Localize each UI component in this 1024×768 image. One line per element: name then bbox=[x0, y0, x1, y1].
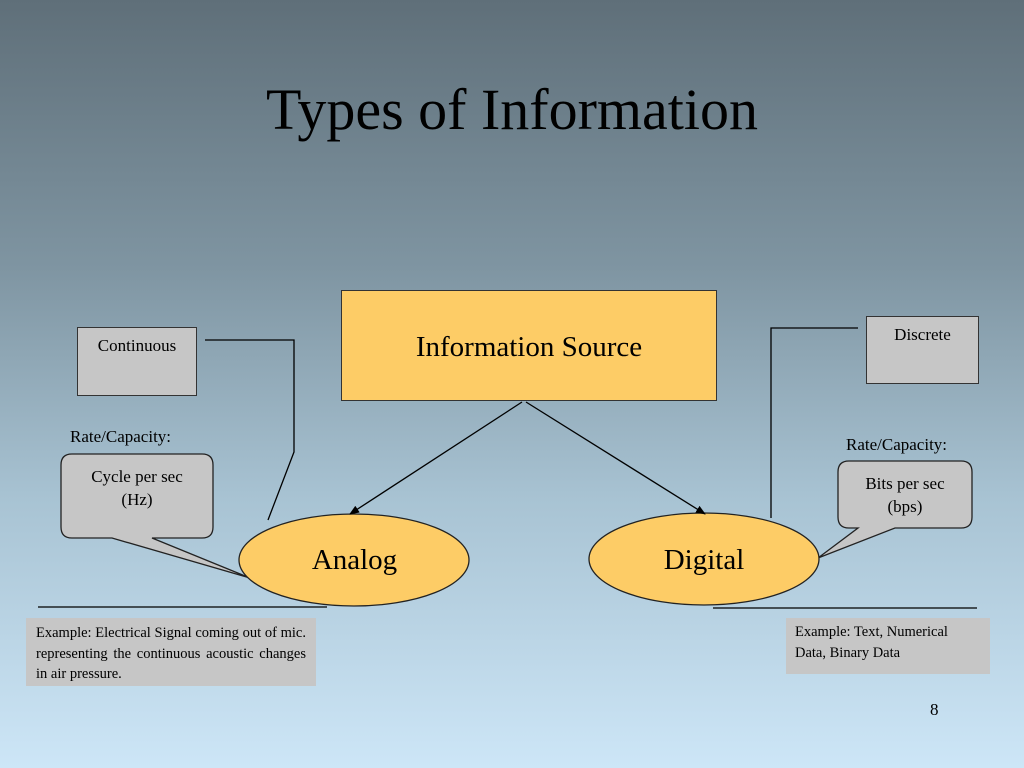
slide-title: Types of Information bbox=[265, 77, 759, 142]
analog-example-text: Example: Electrical Signal coming out of… bbox=[36, 625, 306, 682]
callout-right-shape bbox=[817, 460, 973, 559]
discrete-box: Discrete bbox=[866, 316, 979, 384]
information-source-box: Information Source bbox=[341, 290, 717, 401]
digital-rate-callout: Bits per sec (bps) bbox=[838, 472, 972, 518]
arrow-to-digital bbox=[525, 401, 706, 515]
digital-rate-line-2: (bps) bbox=[887, 497, 923, 516]
analog-rate-line-2: (Hz) bbox=[121, 490, 153, 509]
digital-example-box: Example: Text, Numerical Data, Binary Da… bbox=[786, 618, 990, 674]
callout-left-shape bbox=[60, 453, 251, 579]
digital-label: Digital bbox=[663, 544, 745, 576]
page-number: 8 bbox=[930, 700, 939, 719]
arrow-to-analog bbox=[349, 401, 523, 515]
analog-rate-line-1: Cycle per sec bbox=[91, 467, 183, 486]
discrete-label: Discrete bbox=[894, 325, 951, 344]
continuous-connector bbox=[205, 339, 295, 521]
analog-example-box: Example: Electrical Signal coming out of… bbox=[26, 618, 316, 686]
discrete-connector bbox=[770, 327, 858, 518]
analog-rate-label: Rate/Capacity: bbox=[70, 427, 172, 446]
continuous-box: Continuous bbox=[77, 327, 197, 396]
digital-example-text: Example: Text, Numerical Data, Binary Da… bbox=[795, 624, 948, 661]
continuous-label: Continuous bbox=[97, 336, 177, 355]
digital-rate-label: Rate/Capacity: bbox=[846, 435, 948, 454]
analog-rate-callout: Cycle per sec (Hz) bbox=[62, 465, 212, 511]
information-source-label: Information Source bbox=[415, 331, 643, 363]
analog-label: Analog bbox=[311, 544, 398, 576]
digital-rate-line-1: Bits per sec bbox=[865, 474, 945, 493]
